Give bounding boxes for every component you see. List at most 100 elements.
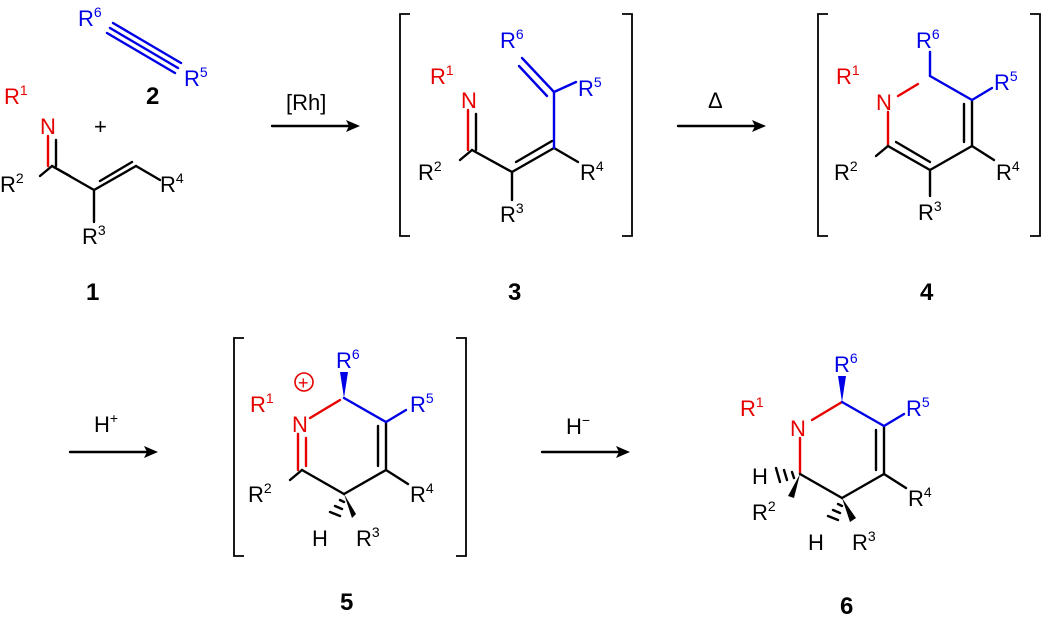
ring-c5-c4: [928, 144, 974, 172]
bond-c3a: [470, 148, 514, 174]
r2-label-c4: R2: [834, 158, 858, 185]
r4-label-c4: R4: [996, 158, 1020, 185]
alkyne-bond-c: [105, 31, 177, 75]
r2-label-c3: R2: [418, 158, 442, 185]
arrow-3-label: H+: [94, 410, 118, 437]
ring6-c5-c4: [840, 472, 886, 500]
bond-diene-a: [520, 56, 556, 94]
bond5-r5: [384, 408, 408, 424]
ring5-c5-c4: [342, 468, 388, 496]
bond-r2-c4: [874, 144, 890, 158]
ring5-n-c2: [308, 398, 342, 420]
arrowhead-4: [616, 446, 630, 458]
bond-alkene-double: [98, 160, 134, 183]
arrow-1-label: [Rh]: [286, 90, 326, 115]
r3-label-c3: R3: [500, 200, 524, 227]
ring-n-c2: [896, 82, 920, 98]
r4-label-c5: R4: [410, 480, 434, 507]
alkyne-bond-b: [111, 21, 183, 65]
n-label-c1: N: [40, 114, 56, 139]
r1-label-c6: R1: [740, 394, 764, 421]
r4-label-c3: R4: [580, 158, 604, 185]
bracket-left-4: [817, 13, 828, 237]
h-label-c6-bottom: H: [808, 530, 824, 555]
hash6-h-bottom: [826, 502, 844, 522]
r5-label-c5: R5: [410, 390, 434, 417]
ring5-c3-c2: [342, 396, 388, 424]
arrowhead-1: [346, 120, 360, 132]
h-label-c5: H: [312, 526, 328, 551]
n-label-c6: N: [790, 416, 806, 441]
wedge5-r6: [340, 372, 348, 398]
ring6-n-c2: [810, 400, 844, 422]
r6-label-c5: R6: [336, 346, 360, 373]
r3-label-c6: R3: [852, 528, 876, 555]
wedge6-r2: [788, 474, 800, 498]
n-label-c4: N: [876, 90, 892, 115]
compound-2-structure: [105, 21, 183, 75]
compound-6-number: 6: [840, 593, 853, 620]
plus-sign: +: [94, 114, 107, 139]
wedge6-r6: [838, 376, 846, 402]
bond-alkene: [92, 164, 138, 192]
r5-label-c4: R5: [994, 68, 1018, 95]
r5-label-c2: R5: [184, 64, 208, 91]
compound-3-structure: [458, 56, 580, 202]
bond-c3b: [510, 146, 556, 174]
bond-c3b-double: [514, 139, 554, 164]
alkyne-bond-a: [108, 26, 180, 70]
compound-4-structure: [874, 50, 996, 198]
r6-label-c3: R6: [500, 26, 524, 53]
r1-label-c5: R1: [250, 390, 274, 417]
h-label-c6-left: H: [752, 464, 768, 489]
arrowhead-2: [752, 120, 766, 132]
compound-3-number: 3: [508, 279, 521, 306]
r2-label-c1: R2: [0, 170, 24, 197]
arrow-2-label: Δ: [708, 88, 723, 113]
compound-2-number: 2: [146, 83, 159, 110]
bracket-left-3: [399, 13, 410, 237]
compound-4-number: 4: [920, 279, 934, 306]
bond6-r5: [882, 412, 906, 428]
wedge6-r3: [842, 498, 856, 522]
bracket-left-5: [233, 337, 244, 557]
ring6-c3-c2: [840, 400, 886, 428]
arrowhead-3: [144, 446, 158, 458]
bond-diene-a-double: [517, 64, 549, 98]
cation-charge-circle: [294, 372, 314, 392]
r2-label-c5: R2: [248, 480, 272, 507]
compound-1-structure: [38, 134, 162, 224]
ring6-c6-c5: [798, 472, 844, 500]
bond-r5-c3: [552, 80, 578, 94]
r5-label-c6: R5: [906, 394, 930, 421]
compound-5-structure: [288, 372, 410, 518]
bond-r2: [38, 164, 54, 178]
bond-r4: [134, 164, 162, 182]
r4-label-c6: R4: [908, 484, 932, 511]
n-label-c3: N: [461, 88, 477, 113]
ring-c6-c5: [886, 144, 932, 172]
bond-r5-c4: [970, 86, 994, 102]
r6-label-c4: R6: [916, 26, 940, 53]
n-label-c5: N: [292, 412, 308, 437]
cation-charge: +: [298, 373, 309, 393]
bond-r4-c4: [970, 144, 996, 162]
r6-label-c6: R6: [834, 350, 858, 377]
arrow-4-label: H−: [566, 412, 590, 439]
bond5-r4: [384, 468, 410, 486]
bond6-r4: [882, 472, 908, 490]
r1-label-c1: R1: [4, 82, 28, 109]
bond-r4-c3: [552, 146, 580, 164]
compound-6-structure: [774, 376, 908, 522]
ring-c3-c2: [928, 74, 974, 102]
r1-label-c3: R1: [430, 62, 454, 89]
bracket-right-3: [622, 13, 633, 237]
hash5-h: [328, 498, 346, 518]
ring-c6-c5-double: [894, 140, 932, 164]
r5-label-c3: R5: [578, 74, 602, 101]
compound-1-number: 1: [86, 279, 99, 306]
r2-label-c6: R2: [752, 498, 776, 525]
bracket-right-5: [456, 337, 467, 557]
r3-label-c5: R3: [356, 524, 380, 551]
hash6-h-left: [774, 466, 796, 484]
